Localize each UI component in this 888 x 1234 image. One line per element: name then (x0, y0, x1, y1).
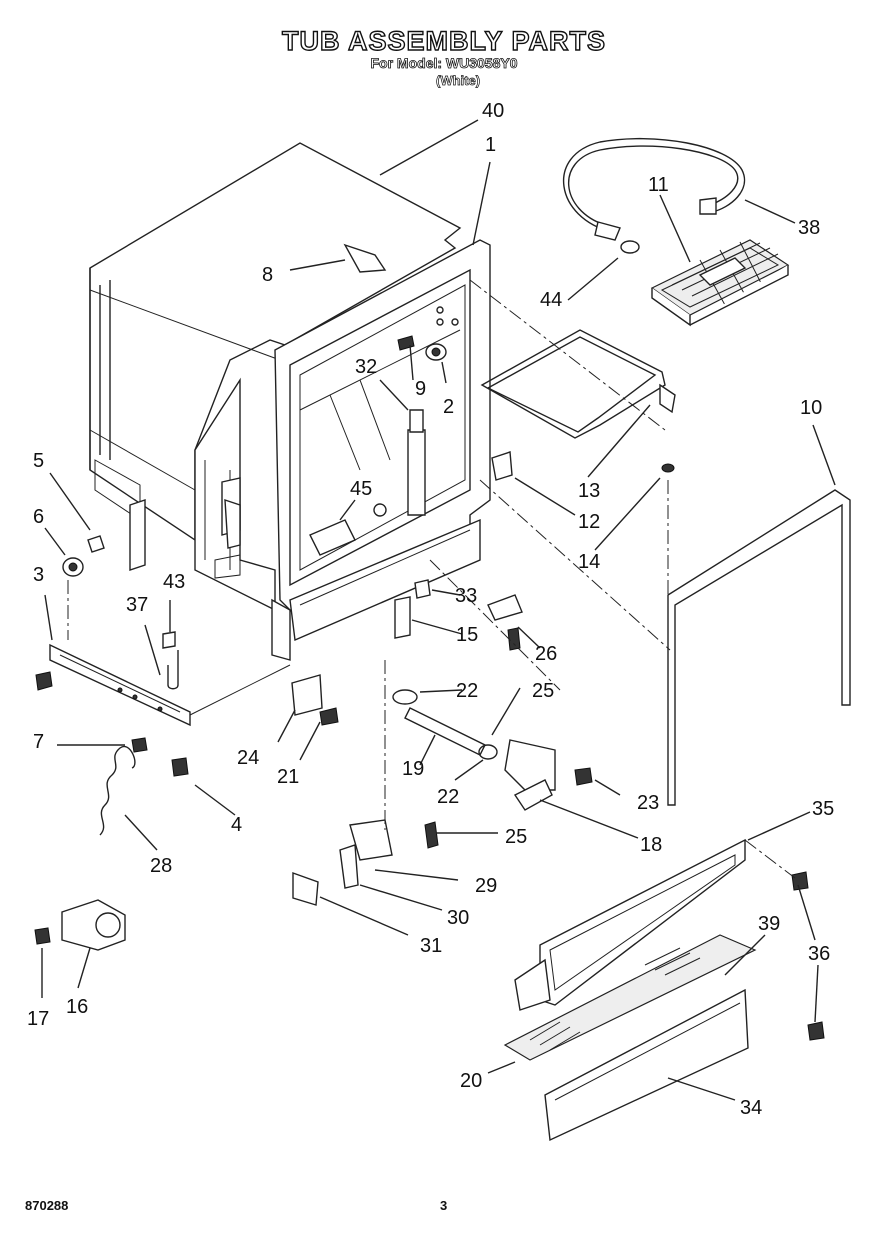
callout-45: 45 (350, 478, 373, 500)
callout-22b: 22 (437, 786, 460, 808)
callout-20: 20 (460, 1070, 483, 1092)
part-45 (309, 519, 356, 556)
callout-37: 37 (126, 594, 149, 616)
callout-22: 22 (456, 680, 479, 702)
callout-36: 36 (808, 943, 831, 965)
part-11 (650, 239, 790, 327)
callout-40: 40 (482, 100, 505, 122)
callout-30: 30 (447, 907, 470, 929)
callout-19: 19 (402, 758, 425, 780)
callout-8: 8 (262, 264, 274, 286)
callout-33: 33 (455, 585, 478, 607)
callout-4: 4 (231, 814, 243, 836)
callout-38: 38 (798, 217, 821, 239)
callout-29: 29 (475, 875, 498, 897)
callout-12: 12 (578, 511, 601, 533)
callout-6: 6 (33, 506, 45, 528)
part-13 (480, 329, 666, 439)
callout-32: 32 (355, 356, 378, 378)
leader-lines (41, 119, 836, 1101)
part-10 (667, 489, 851, 806)
spray-stem-part (397, 335, 447, 516)
callout-25: 25 (532, 680, 555, 702)
callout-11: 11 (648, 174, 669, 196)
callout-31: 31 (420, 935, 443, 957)
kickplate-parts (503, 838, 825, 1142)
callout-44: 44 (540, 289, 563, 311)
page-number: 3 (440, 1198, 448, 1213)
callout-43: 43 (163, 571, 186, 593)
callout-2: 2 (443, 396, 455, 418)
page-title: TUB ASSEMBLY PARTS (281, 25, 607, 56)
part-12 (491, 451, 513, 481)
part-38 (568, 145, 739, 226)
tub-shell-part (89, 142, 462, 612)
callout-23: 23 (637, 792, 660, 814)
part-14 (661, 463, 675, 473)
callout-21: 21 (277, 766, 300, 788)
color-line: (White) (436, 73, 481, 89)
callout-28: 28 (150, 855, 173, 877)
callout-34: 34 (740, 1097, 763, 1119)
callout-16: 16 (66, 996, 89, 1018)
callout-17: 17 (27, 1008, 50, 1030)
part-8 (343, 243, 387, 273)
callout-26: 26 (535, 643, 558, 665)
doc-number: 870288 (25, 1198, 69, 1213)
model-line: For Model: WU3058Y0 (370, 55, 518, 72)
callout-1: 1 (485, 134, 497, 156)
callout-25b: 25 (505, 826, 528, 848)
callout-13: 13 (578, 480, 601, 502)
part-16 (34, 899, 126, 951)
callout-14: 14 (578, 551, 601, 573)
center-lower-parts (291, 579, 593, 811)
switch-parts (292, 819, 439, 906)
callout-18: 18 (640, 834, 663, 856)
callout-3: 3 (33, 564, 45, 586)
lower-left-parts (35, 535, 191, 836)
callout-9: 9 (415, 378, 427, 400)
callout-35: 35 (812, 798, 835, 820)
callout-7: 7 (33, 731, 45, 753)
callout-39: 39 (758, 913, 781, 935)
tub-frame-part (271, 239, 491, 661)
callout-5: 5 (33, 450, 45, 472)
callout-24: 24 (237, 747, 260, 769)
callout-10: 10 (800, 397, 823, 419)
callout-15: 15 (456, 624, 479, 646)
